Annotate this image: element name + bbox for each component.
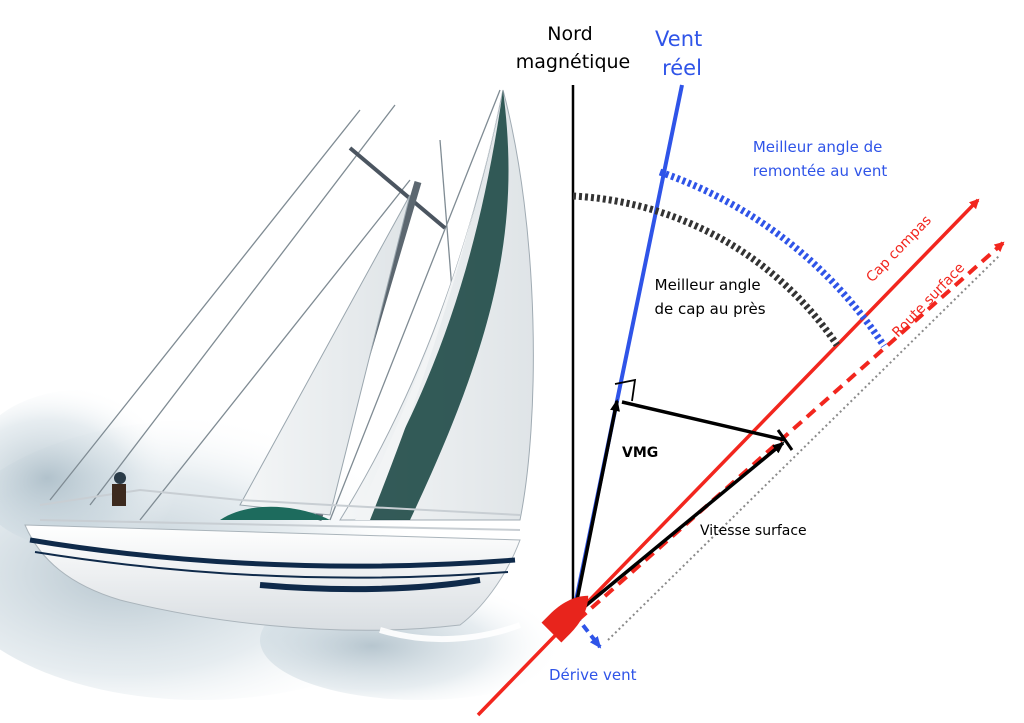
surface-route-reference-dotted [607,254,1001,641]
true-wind-label: Vent réel [655,27,709,80]
sailboat-illustration [0,89,580,700]
right-angle-marker [614,378,637,402]
vmg-projection-line [621,400,786,442]
boat-marker-icon [541,595,589,643]
wind-drift-label: Dérive vent [549,666,637,684]
compass-heading-label: Cap compas [863,213,934,286]
north-label: Nord magnétique [516,23,630,73]
surface-route-label: Route surface [889,260,968,341]
surface-route-arrow [576,241,1005,622]
surface-speed-label: Vitesse surface [700,523,807,539]
best-upwind-angle-arc [658,168,887,348]
best-heading-angle-arc [572,192,840,347]
surface-speed-arrow [576,441,785,614]
vmg-label: VMG [622,445,658,461]
surface-speed-tip-tick [776,429,794,451]
vmg-arrow [573,399,620,611]
best-upwind-angle-label: Meilleur angle de remontée au vent [753,138,888,180]
best-heading-angle-label: Meilleur angle de cap au près [654,276,765,318]
